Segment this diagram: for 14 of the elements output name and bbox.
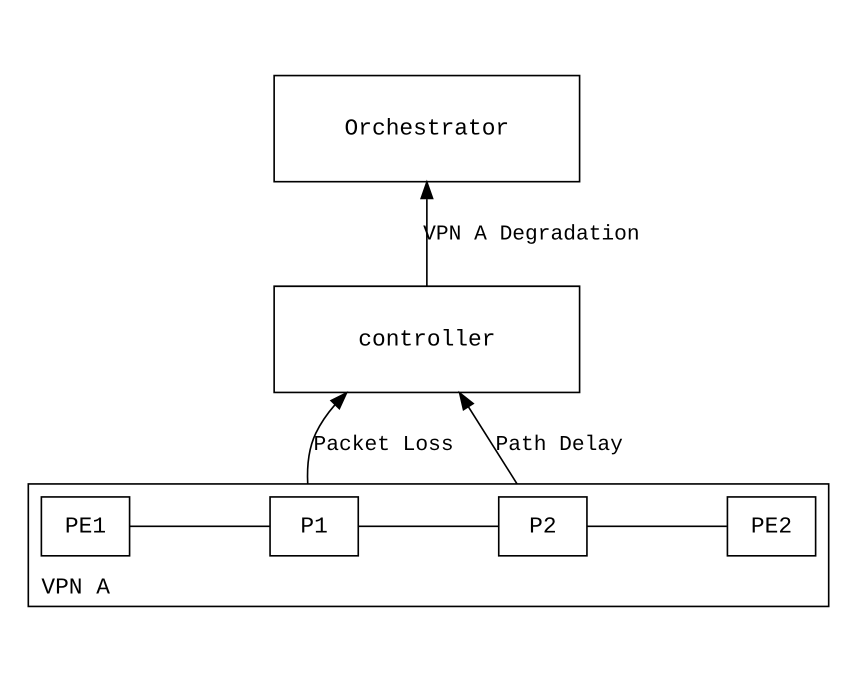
node-box: PE2 (726, 496, 816, 556)
node-box: PE1 (40, 496, 130, 556)
node-box: Orchestrator (273, 74, 580, 182)
node-box: P1 (269, 496, 360, 556)
edge-label: Packet Loss (314, 432, 454, 457)
edge-label: Path Delay (496, 432, 623, 457)
arrow (420, 179, 434, 286)
connector (587, 525, 727, 527)
node-box: controller (273, 284, 580, 393)
arrow (458, 390, 518, 484)
arrow (306, 390, 348, 484)
node-box: P2 (498, 496, 588, 556)
connector (358, 525, 498, 527)
connector (130, 525, 270, 527)
